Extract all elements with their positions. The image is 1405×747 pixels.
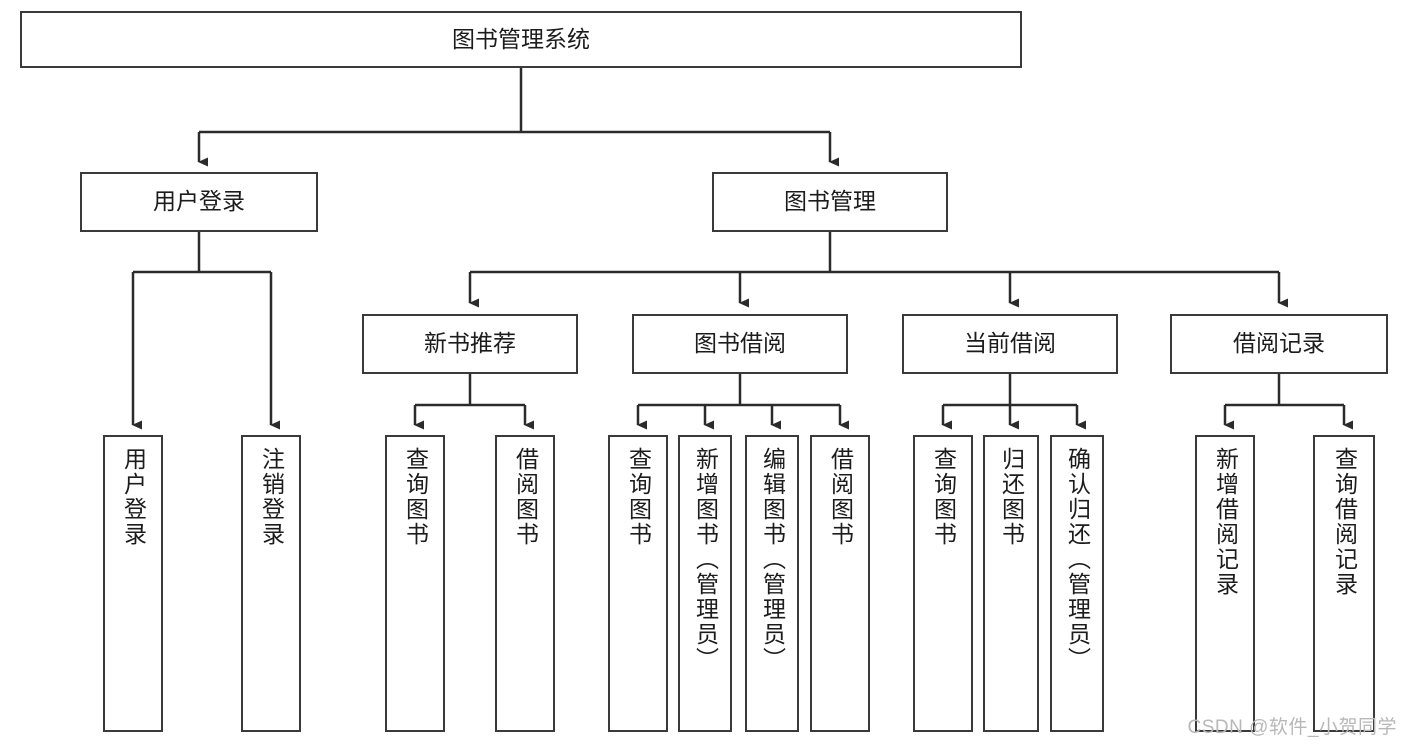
node-leaf-return-book[interactable]: 归还图书	[983, 435, 1039, 732]
node-leaf-user-login[interactable]: 用户登录	[103, 435, 163, 732]
node-leaf-borrow-book-1[interactable]: 借阅图书	[495, 435, 555, 732]
node-user-login[interactable]: 用户登录	[80, 172, 318, 232]
node-label: 查询图书	[625, 447, 652, 547]
node-label: 图书借阅	[694, 330, 786, 357]
node-label: 查询图书	[402, 447, 429, 547]
node-current-borrow[interactable]: 当前借阅	[902, 314, 1118, 374]
node-root-system[interactable]: 图书管理系统	[20, 11, 1022, 68]
node-label: 确认归还（管理员）	[1064, 447, 1091, 672]
node-leaf-logout-login[interactable]: 注销登录	[241, 435, 301, 732]
node-leaf-confirm-return[interactable]: 确认归还（管理员）	[1050, 435, 1104, 732]
node-label: 图书管理	[784, 188, 876, 215]
node-label: 查询借阅记录	[1331, 447, 1358, 597]
csdn-watermark: CSDN @软件_小贺同学	[1187, 717, 1397, 738]
node-leaf-query-book-1[interactable]: 查询图书	[385, 435, 445, 732]
node-label: 借阅记录	[1233, 330, 1325, 357]
node-label: 新书推荐	[424, 330, 516, 357]
node-leaf-borrow-book-2[interactable]: 借阅图书	[810, 435, 870, 732]
node-borrow-record[interactable]: 借阅记录	[1170, 314, 1388, 374]
node-new-book-recommend[interactable]: 新书推荐	[362, 314, 578, 374]
node-leaf-add-record[interactable]: 新增借阅记录	[1195, 435, 1255, 732]
node-label: 归还图书	[998, 447, 1025, 547]
node-leaf-query-record[interactable]: 查询借阅记录	[1313, 435, 1375, 732]
node-label: 查询图书	[930, 447, 957, 547]
node-label: 借阅图书	[512, 447, 539, 547]
node-label: 新增借阅记录	[1212, 447, 1239, 597]
node-label: 编辑图书（管理员）	[759, 447, 786, 672]
node-leaf-query-book-3[interactable]: 查询图书	[913, 435, 973, 732]
node-label: 注销登录	[258, 447, 285, 547]
node-leaf-query-book-2[interactable]: 查询图书	[608, 435, 668, 732]
node-book-management[interactable]: 图书管理	[712, 172, 948, 232]
node-label: 借阅图书	[827, 447, 854, 547]
node-label: 当前借阅	[964, 330, 1056, 357]
node-label: 新增图书（管理员）	[692, 447, 719, 672]
node-book-borrow[interactable]: 图书借阅	[632, 314, 848, 374]
node-label: 图书管理系统	[452, 25, 590, 52]
node-label: 用户登录	[120, 447, 147, 547]
node-label: 用户登录	[153, 188, 245, 215]
node-leaf-add-book[interactable]: 新增图书（管理员）	[678, 435, 732, 732]
node-leaf-edit-book[interactable]: 编辑图书（管理员）	[745, 435, 799, 732]
